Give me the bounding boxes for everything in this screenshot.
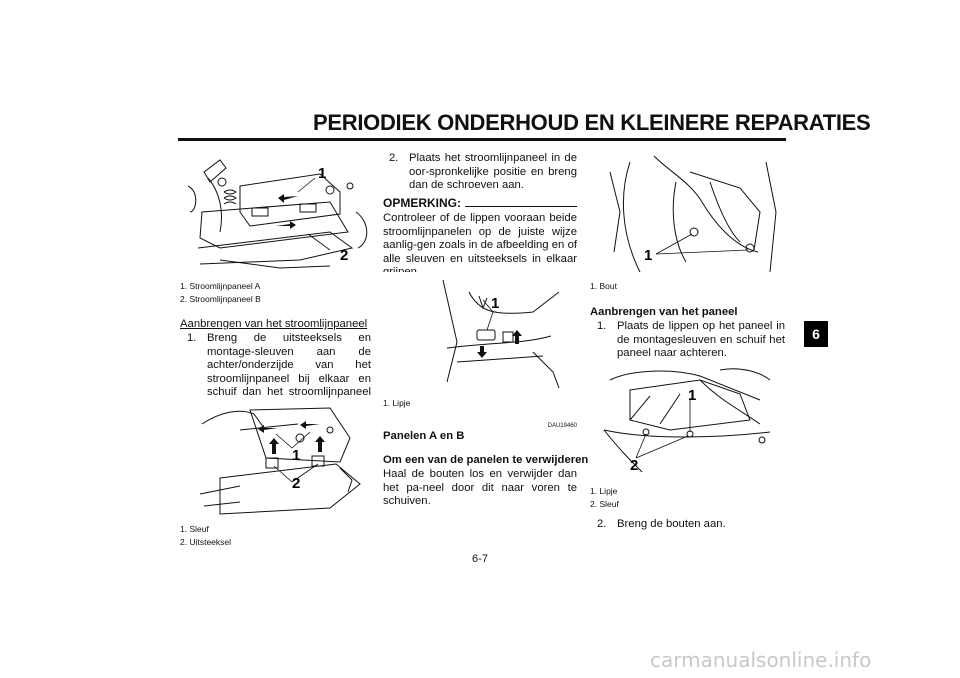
page-title: PERIODIEK ONDERHOUD EN KLEINERE REPARATI… xyxy=(313,110,871,135)
figure-slots-tabs: 1 2 xyxy=(180,398,376,520)
figure-lip-slot-callout-2: 2 xyxy=(630,457,638,474)
step-number: 1. xyxy=(187,332,197,344)
figure-fairing-panels-drawing: 1 2 xyxy=(187,159,368,269)
figure-tab-lip-drawing: 1 xyxy=(442,279,560,389)
figure-bolt-caption: 1. Bout xyxy=(590,280,617,293)
header-rule xyxy=(178,138,786,141)
watermark: carmanualsonline.info xyxy=(650,648,872,672)
step-number: 2. xyxy=(597,518,607,530)
figure-fairing-panels-callout-1: 1 xyxy=(318,165,326,182)
heading-remove-panel: Om een van de panelen te verwijderen xyxy=(383,454,589,466)
figure-lip-slot-drawing: 1 2 xyxy=(603,368,771,474)
document-code: DAU19460 xyxy=(547,423,577,429)
step-2-install-fairing: 2. Plaats het stroomlijnpaneel in de oor… xyxy=(389,152,577,193)
note-title-rule xyxy=(465,206,577,207)
caption-item: 1. Lipje xyxy=(383,398,411,408)
figure-fairing-panels: 1 2 xyxy=(180,152,376,278)
figure-slots-tabs-caption: 1. Sleuf 2. Uitsteeksel xyxy=(180,523,231,549)
step-text: Plaats de lippen op het paneel in de mon… xyxy=(617,320,785,360)
note-box: OPMERKING: Controleer of de lippen voora… xyxy=(383,196,577,287)
figure-tab-lip-caption: 1. Lipje xyxy=(383,397,410,410)
step-number: 1. xyxy=(597,320,607,332)
caption-item: 1. Lipje xyxy=(590,486,618,496)
step-text: Breng de bouten aan. xyxy=(617,518,726,530)
figure-slots-tabs-callout-1: 1 xyxy=(292,447,300,464)
subheading-install-fairing: Aanbrengen van het stroomlijnpaneel xyxy=(180,318,368,330)
note-title: OPMERKING: xyxy=(383,196,461,210)
figure-lip-slot-caption: 1. Lipje 2. Sleuf xyxy=(590,485,619,511)
caption-item: 2. Uitsteeksel xyxy=(180,537,232,547)
caption-item: 1. Sleuf xyxy=(180,524,209,534)
step-2-install-panel: 2. Breng de bouten aan. xyxy=(597,518,785,532)
chapter-tab: 6 xyxy=(804,321,828,347)
caption-item: 1. Stroomlijnpaneel A xyxy=(180,281,261,291)
figure-tab-lip-callout-1: 1 xyxy=(491,295,499,312)
chapter-tab-label: 6 xyxy=(812,326,820,342)
figure-fairing-panels-callout-2: 2 xyxy=(340,247,348,264)
page-number: 6-7 xyxy=(472,553,488,565)
heading-install-panel: Aanbrengen van het paneel xyxy=(590,306,738,318)
figure-bolt-drawing: 1 xyxy=(609,155,777,273)
figure-tab-lip: 1 xyxy=(383,272,577,392)
figure-fairing-panels-caption: 1. Stroomlijnpaneel A 2. Stroomlijnpanee… xyxy=(180,280,261,306)
figure-slots-tabs-drawing: 1 2 xyxy=(199,407,361,515)
caption-item: 2. Stroomlijnpaneel B xyxy=(180,294,261,304)
body-remove-panel: Haal de bouten los en verwijder dan het … xyxy=(383,468,577,508)
note-text: Controleer of de lippen vooraan beide st… xyxy=(383,212,577,278)
heading-panels-a-b: Panelen A en B xyxy=(383,430,465,442)
step-text: Plaats het stroomlijnpaneel in de oor-sp… xyxy=(409,152,577,192)
step-1-install-panel: 1. Plaats de lippen op het paneel in de … xyxy=(597,320,785,361)
figure-bolt: 1 xyxy=(590,152,786,278)
figure-slots-tabs-callout-2: 2 xyxy=(292,475,300,492)
figure-lip-slot: 1 2 xyxy=(590,360,786,480)
caption-item: 2. Sleuf xyxy=(590,499,619,509)
figure-lip-slot-callout-1: 1 xyxy=(688,387,696,404)
figure-bolt-callout-1: 1 xyxy=(644,247,652,264)
step-number: 2. xyxy=(389,152,399,164)
caption-item: 1. Bout xyxy=(590,281,617,291)
